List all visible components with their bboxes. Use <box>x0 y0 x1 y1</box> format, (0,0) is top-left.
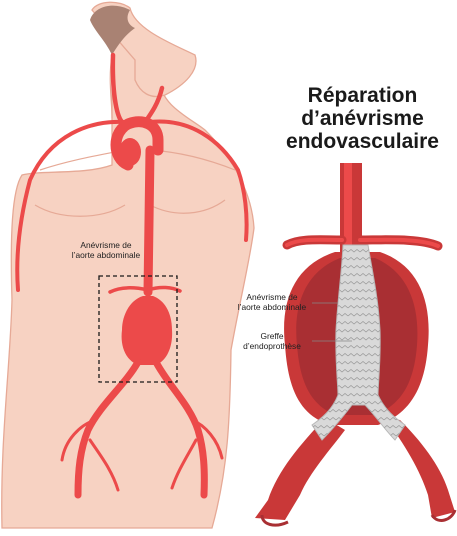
diagram-title: Réparation d’anévrisme endovasculaire <box>270 84 455 153</box>
detail-graft-label: Greffe d’endoprothèse <box>228 331 316 351</box>
title-line-1: Réparation <box>270 84 455 107</box>
detail-graft-line-2: d’endoprothèse <box>228 341 316 351</box>
title-line-3: endovasculaire <box>270 130 455 153</box>
detail-graft-line-1: Greffe <box>228 331 316 341</box>
detail-aneurysm-label: Anévrisme de l’aorte abdominale <box>228 292 316 312</box>
human-body <box>2 2 254 528</box>
body-label-line-2: l’aorte abdominale <box>56 250 156 260</box>
torso-silhouette <box>2 38 254 528</box>
body-aneurysm-label: Anévrisme de l’aorte abdominale <box>56 240 156 260</box>
descending-aorta <box>148 150 150 292</box>
left-iliac-leg <box>255 418 345 520</box>
detail-aneurysm-line-2: l’aorte abdominale <box>228 302 316 312</box>
detail-aneurysm-line-1: Anévrisme de <box>228 292 316 302</box>
body-label-line-1: Anévrisme de <box>56 240 156 250</box>
title-line-2: d’anévrisme <box>270 107 455 130</box>
